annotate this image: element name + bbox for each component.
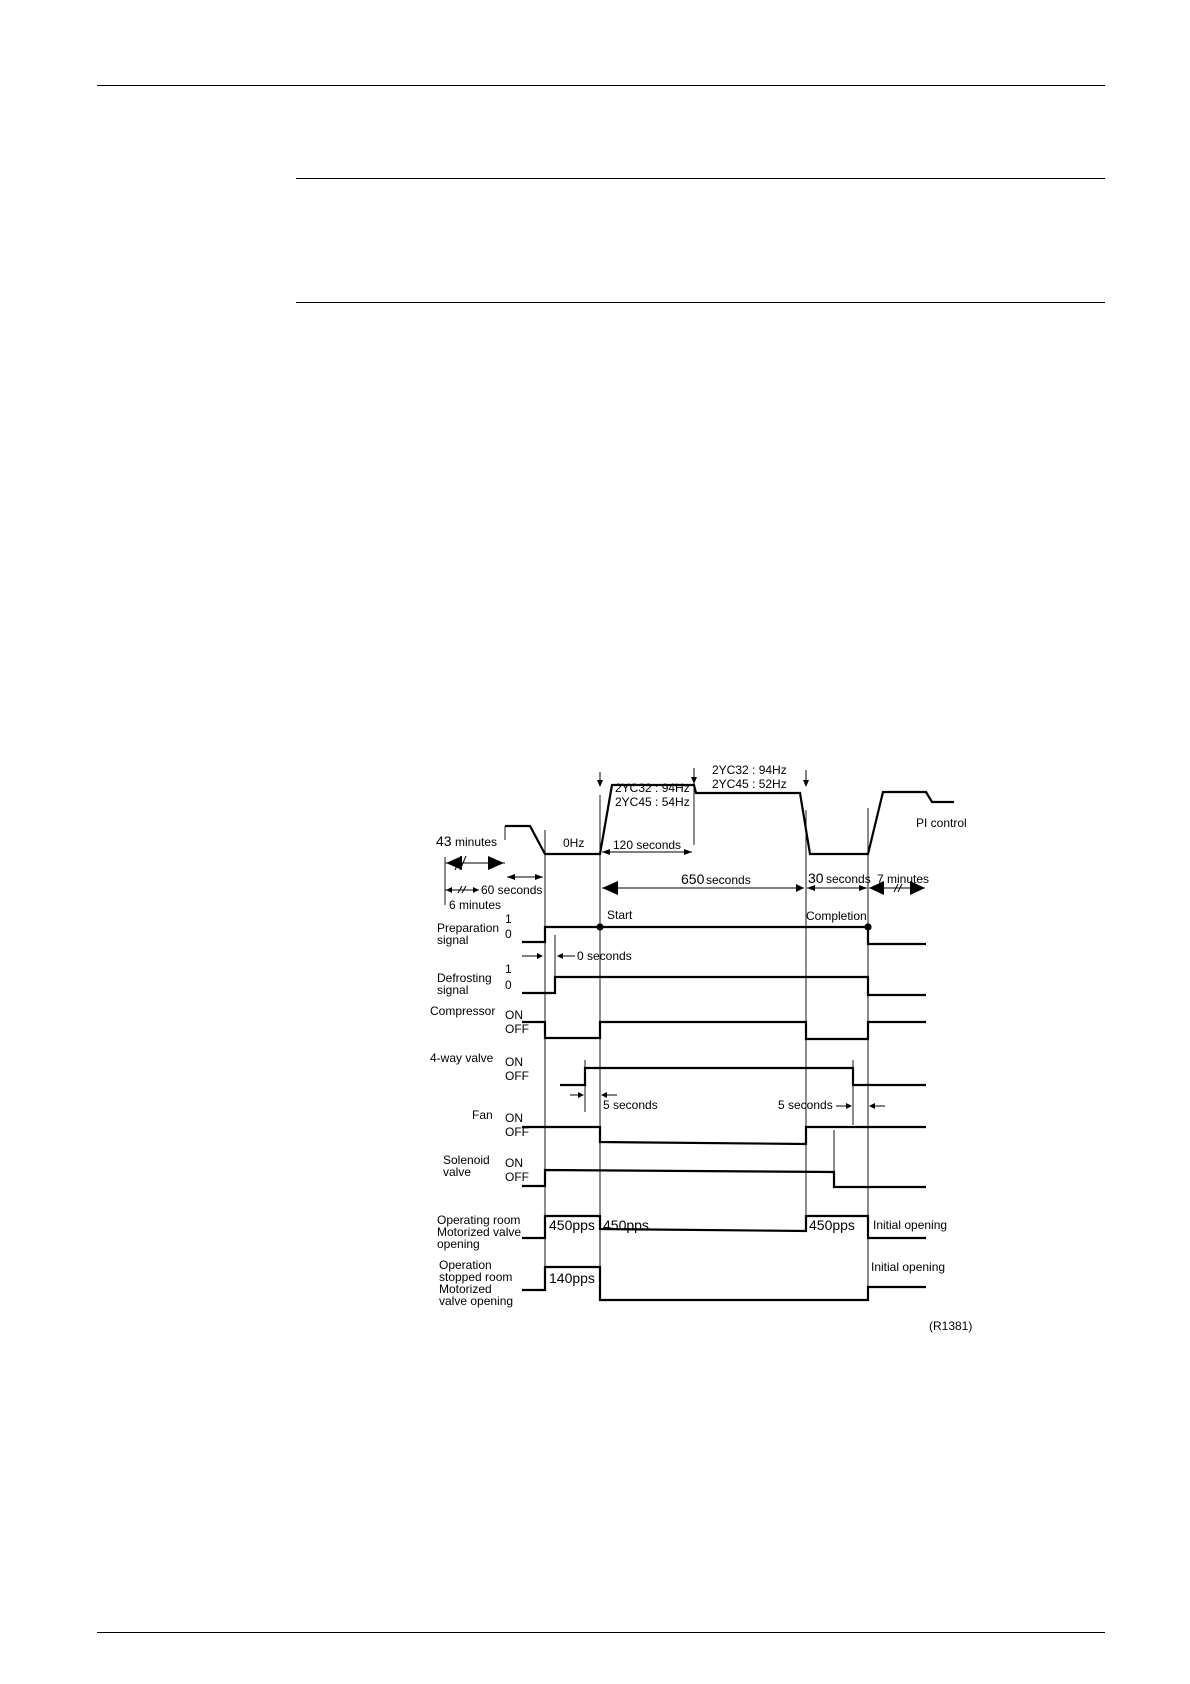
- defrost-duration-unit: seconds: [706, 873, 751, 887]
- solenoid-on-label: ON: [505, 1156, 523, 1170]
- step2-line2: 2YC45 : 52Hz: [712, 777, 787, 791]
- operating-room-final-label: Initial opening: [873, 1218, 947, 1232]
- ramp-time-label: 120 seconds: [613, 838, 681, 852]
- solenoid-label-2: valve: [443, 1165, 471, 1179]
- four-way-valve-delay-before: 5 seconds: [603, 1098, 658, 1112]
- operating-room-value-1: 450pps: [549, 1217, 595, 1233]
- post-stop-unit: seconds: [826, 872, 871, 886]
- final-control-label: PI control: [916, 816, 967, 830]
- figure-reference: (R1381): [929, 1319, 972, 1333]
- step1-line2: 2YC45 : 54Hz: [615, 795, 690, 809]
- section-rule-upper: [296, 178, 1105, 179]
- stopped-room-label-3: Motorized: [439, 1282, 492, 1296]
- preparation-label-2: signal: [437, 933, 468, 947]
- operating-room-valve-signal: Operating room Motorized valve opening 4…: [437, 1213, 947, 1251]
- stop-frequency-label: 0Hz: [563, 836, 584, 850]
- operating-room-label-2: Motorized valve: [437, 1225, 521, 1239]
- compressor-frequency-profile: [505, 768, 954, 856]
- defrosting-low-tick: 0: [505, 978, 512, 992]
- four-way-valve-signal: 4-way valve ON OFF 5 seconds 5 seconds: [430, 1051, 926, 1112]
- lead-time-unit: minutes: [455, 835, 497, 849]
- preparation-high-tick: 1: [505, 912, 512, 926]
- compressor-off-label: OFF: [505, 1022, 529, 1036]
- fan-label: Fan: [472, 1108, 493, 1122]
- defrosting-label-2: signal: [437, 983, 468, 997]
- operating-room-value-3: 450pps: [809, 1217, 855, 1233]
- completion-event-label: Completion: [806, 909, 867, 923]
- preparation-signal: Preparation signal 1 0 Start Completion: [437, 908, 926, 947]
- stopped-room-valve-signal: Operation stopped room Motorized valve o…: [439, 1258, 945, 1308]
- defrosting-high-tick: 1: [505, 962, 512, 976]
- compressor-signal: Compressor ON OFF: [430, 1004, 926, 1041]
- lead-time-value: 43: [436, 833, 452, 849]
- post-stop-value: 30: [808, 870, 824, 886]
- fan-off-label: OFF: [505, 1125, 529, 1139]
- start-event-label: Start: [607, 908, 633, 922]
- operating-room-label-3: opening: [437, 1237, 480, 1251]
- four-way-valve-on-label: ON: [505, 1055, 523, 1069]
- minimum-interval-label: 6 minutes: [449, 898, 501, 912]
- pre-stop-interval-label: 60 seconds: [481, 883, 542, 897]
- interval-arrows: 60 seconds 6 minutes 650 seconds 30 seco…: [444, 849, 929, 912]
- four-way-valve-delay-after: 5 seconds: [778, 1098, 833, 1112]
- operating-room-label-1: Operating room: [437, 1213, 520, 1227]
- four-way-valve-label: 4-way valve: [430, 1051, 494, 1065]
- preparation-low-tick: 0: [505, 927, 512, 941]
- stopped-room-value-1: 140pps: [549, 1270, 595, 1286]
- frequency-labels: 43 minutes 0Hz 120 seconds 2YC32 : 94Hz …: [436, 763, 967, 852]
- stopped-room-label-1: Operation: [439, 1258, 492, 1272]
- defrosting-signal: 0 seconds Defrosting signal 1 0: [437, 949, 926, 997]
- page-top-rule: [97, 85, 1105, 86]
- solenoid-valve-signal: Solenoid valve ON OFF: [443, 1153, 926, 1189]
- stopped-room-label-2: stopped room: [439, 1270, 512, 1284]
- stopped-room-final-label: Initial opening: [871, 1260, 945, 1274]
- page-bottom-rule: [97, 1632, 1105, 1633]
- compressor-on-label: ON: [505, 1008, 523, 1022]
- defrosting-delay-label: 0 seconds: [577, 949, 632, 963]
- resume-interval-label: 7 minutes: [877, 872, 929, 886]
- preparation-label-1: Preparation: [437, 921, 499, 935]
- fan-on-label: ON: [505, 1111, 523, 1125]
- stopped-room-label-4: valve opening: [439, 1294, 513, 1308]
- fan-signal: Fan ON OFF: [472, 1108, 926, 1146]
- step2-line1: 2YC32 : 94Hz: [712, 763, 787, 777]
- section-rule-lower: [296, 302, 1105, 303]
- step1-line1: 2YC32 : 94Hz: [615, 781, 690, 795]
- compressor-label: Compressor: [430, 1004, 495, 1018]
- solenoid-label-1: Solenoid: [443, 1153, 490, 1167]
- operating-room-value-2: 450pps: [603, 1217, 649, 1233]
- solenoid-off-label: OFF: [505, 1170, 529, 1184]
- four-way-valve-off-label: OFF: [505, 1069, 529, 1083]
- defrosting-label-1: Defrosting: [437, 971, 492, 985]
- defrost-duration-value: 650: [681, 871, 705, 887]
